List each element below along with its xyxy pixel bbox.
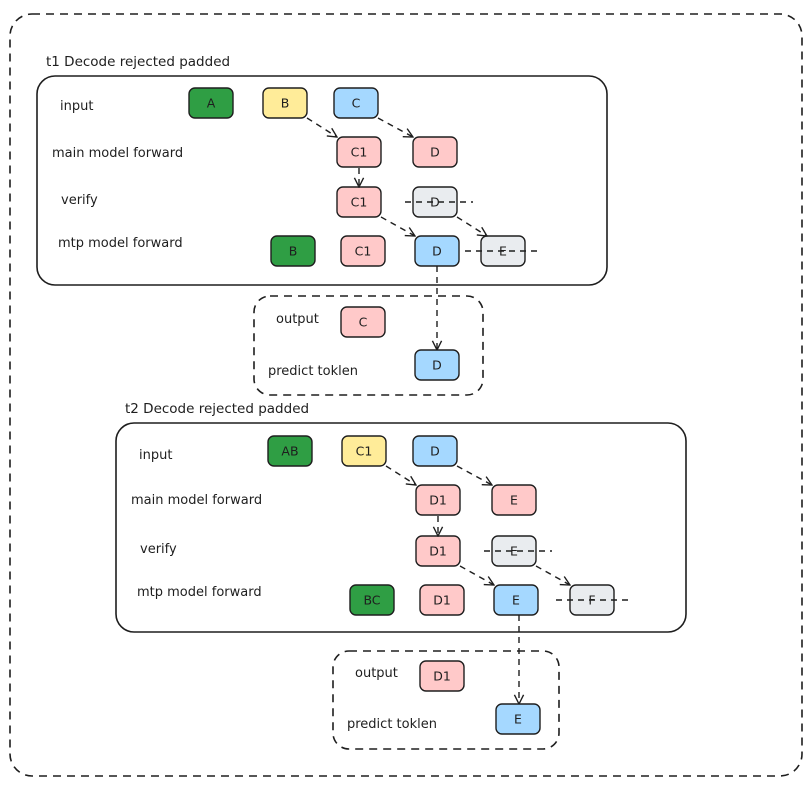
svg-text:C: C [359,315,368,330]
stage2-frame [115,422,687,633]
outer-frame [9,13,803,777]
stage1-output-frame [253,295,484,396]
token-box: D1 [419,584,465,616]
token-box-rejected: E [484,535,552,567]
token-box-rejected: D [405,186,473,218]
arrow-connector [456,216,487,236]
token-box: A [188,87,234,119]
svg-text:D1: D1 [429,493,447,508]
token-box: C1 [341,435,387,467]
stage1-row-main: main model forward [52,146,183,161]
stage1-row-mtp: mtp model forward [58,236,183,251]
stage2-row-input: input [139,448,172,463]
token-box-rejected: E [465,235,540,267]
token-box: B [270,235,316,267]
svg-text:D: D [430,145,440,160]
token-box: C1 [336,136,382,168]
svg-text:D1: D1 [433,669,451,684]
arrow-connector [306,117,337,137]
stage2-title: t2 Decode rejected padded [125,401,309,417]
svg-text:D: D [432,244,442,259]
svg-text:D: D [430,195,440,210]
svg-text:A: A [207,96,216,111]
svg-text:D1: D1 [433,593,451,608]
stage2-output-label: output [355,666,398,681]
svg-text:C: C [352,96,361,111]
svg-text:C1: C1 [356,444,373,459]
arrow-connector [535,565,570,585]
stage1-frame [36,75,608,286]
stage2-predict-label: predict toklen [347,717,437,732]
stage1-row-verify: verify [61,193,98,208]
svg-text:E: E [510,493,518,508]
arrow-connector [456,465,492,485]
svg-text:E: E [510,544,518,559]
token-box-rejected: F [556,584,630,616]
svg-text:E: E [514,712,522,727]
token-box: E [493,584,539,616]
arrow-connector [385,465,416,485]
token-box: D [414,349,460,381]
stage1-row-input: input [60,99,93,114]
token-box: E [491,484,537,516]
stage2-output-frame [332,650,560,750]
svg-text:C1: C1 [355,244,372,259]
token-box: D1 [415,535,461,567]
svg-text:C1: C1 [351,145,368,160]
token-box: C1 [340,235,386,267]
svg-text:E: E [512,593,520,608]
stage2-row-mtp: mtp model forward [137,585,262,600]
svg-text:D: D [432,358,442,373]
arrow-connector [380,216,415,236]
token-box: BC [349,584,395,616]
svg-text:C1: C1 [351,195,368,210]
stage2-row-verify: verify [140,542,177,557]
token-box: E [495,703,541,735]
token-box: D [412,136,458,168]
stage1-predict-label: predict toklen [268,364,358,379]
stage1-output-label: output [276,312,319,327]
stage1-title: t1 Decode rejected padded [46,54,230,70]
arrow-connector [459,565,494,585]
token-box: D1 [415,484,461,516]
arrow-connector [377,117,413,137]
token-box: B [262,87,308,119]
token-box: D1 [419,660,465,692]
svg-text:BC: BC [363,593,380,608]
token-box: D [412,435,458,467]
stage2-row-main: main model forward [131,493,262,508]
token-box: AB [267,435,313,467]
svg-text:B: B [289,244,298,259]
svg-text:D1: D1 [429,544,447,559]
token-box: C1 [336,186,382,218]
token-box: C [340,306,386,338]
token-box: C [333,87,379,119]
svg-text:D: D [430,444,440,459]
svg-text:AB: AB [281,444,298,459]
token-box: D [414,235,460,267]
svg-text:B: B [281,96,290,111]
